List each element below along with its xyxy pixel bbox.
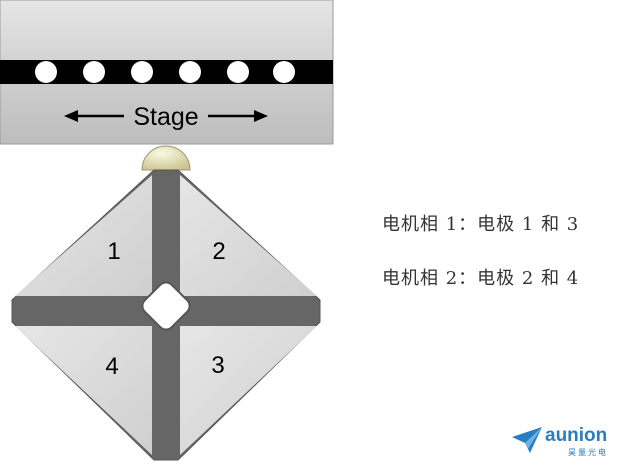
electrode-1: [15, 175, 152, 296]
phase-1-description: 电机相 1：电极 1 和 3: [382, 214, 580, 235]
rail-hole: [131, 61, 153, 83]
electrode-2: [180, 175, 317, 296]
rail-hole: [35, 61, 57, 83]
left-arrow: [64, 110, 124, 122]
electrode-3: [180, 326, 317, 455]
phase-2-description: 电机相 2：电极 2 和 4: [382, 268, 580, 289]
friction-tip: [141, 145, 191, 171]
logo-wordmark: aunion: [545, 425, 608, 446]
right-arrow: [208, 110, 268, 122]
electrode-plate: 1 2 3 4: [11, 169, 321, 461]
electrode-label-3: 3: [211, 352, 224, 379]
logo-subtitle: 昊量光电: [568, 448, 608, 457]
electrode-label-1: 1: [107, 238, 120, 265]
rail-holes: [35, 61, 295, 83]
electrode-4: [15, 326, 152, 455]
electrode-label-4: 4: [105, 353, 118, 380]
center-hole: [141, 281, 191, 331]
rail-hole: [273, 61, 295, 83]
electrode-label-2: 2: [212, 238, 225, 265]
paper-plane-icon: [512, 427, 542, 453]
rail-hole: [227, 61, 249, 83]
stage: Stage: [0, 0, 334, 145]
brand-logo: aunion 昊量光电: [512, 424, 616, 462]
rail-hole: [83, 61, 105, 83]
rail-hole: [179, 61, 201, 83]
stage-label: Stage: [133, 103, 198, 131]
